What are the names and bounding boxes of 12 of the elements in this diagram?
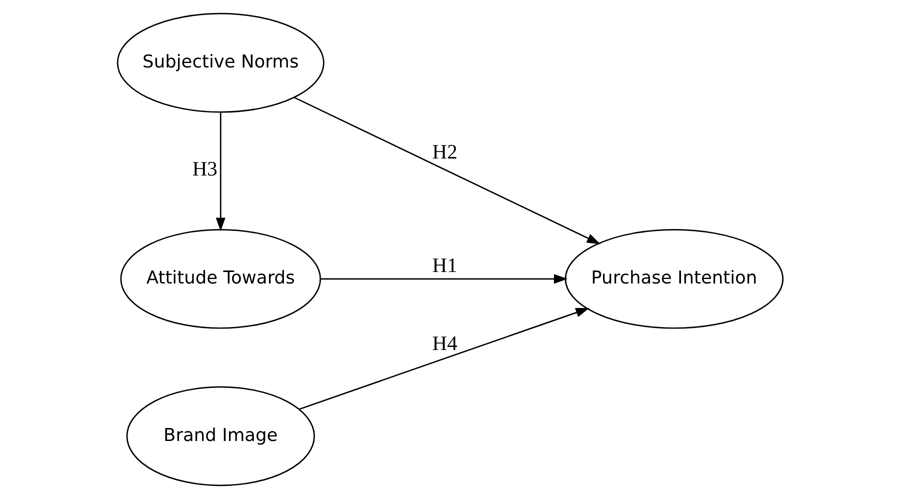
arrow xyxy=(320,274,568,284)
edge-label: H2 xyxy=(432,142,457,164)
edge-label: H1 xyxy=(432,255,457,278)
arrow xyxy=(298,308,589,410)
arrow xyxy=(215,112,225,232)
edge-label: H4 xyxy=(432,333,457,356)
arrow xyxy=(294,96,600,244)
node-ellipse: Purchase Intention xyxy=(564,228,784,329)
edge-label: H3 xyxy=(192,158,217,181)
node-ellipse: Attitude Towards xyxy=(120,228,321,329)
node-ellipse: Brand Image xyxy=(126,386,314,486)
node-ellipse: Subjective Norms xyxy=(116,12,324,113)
